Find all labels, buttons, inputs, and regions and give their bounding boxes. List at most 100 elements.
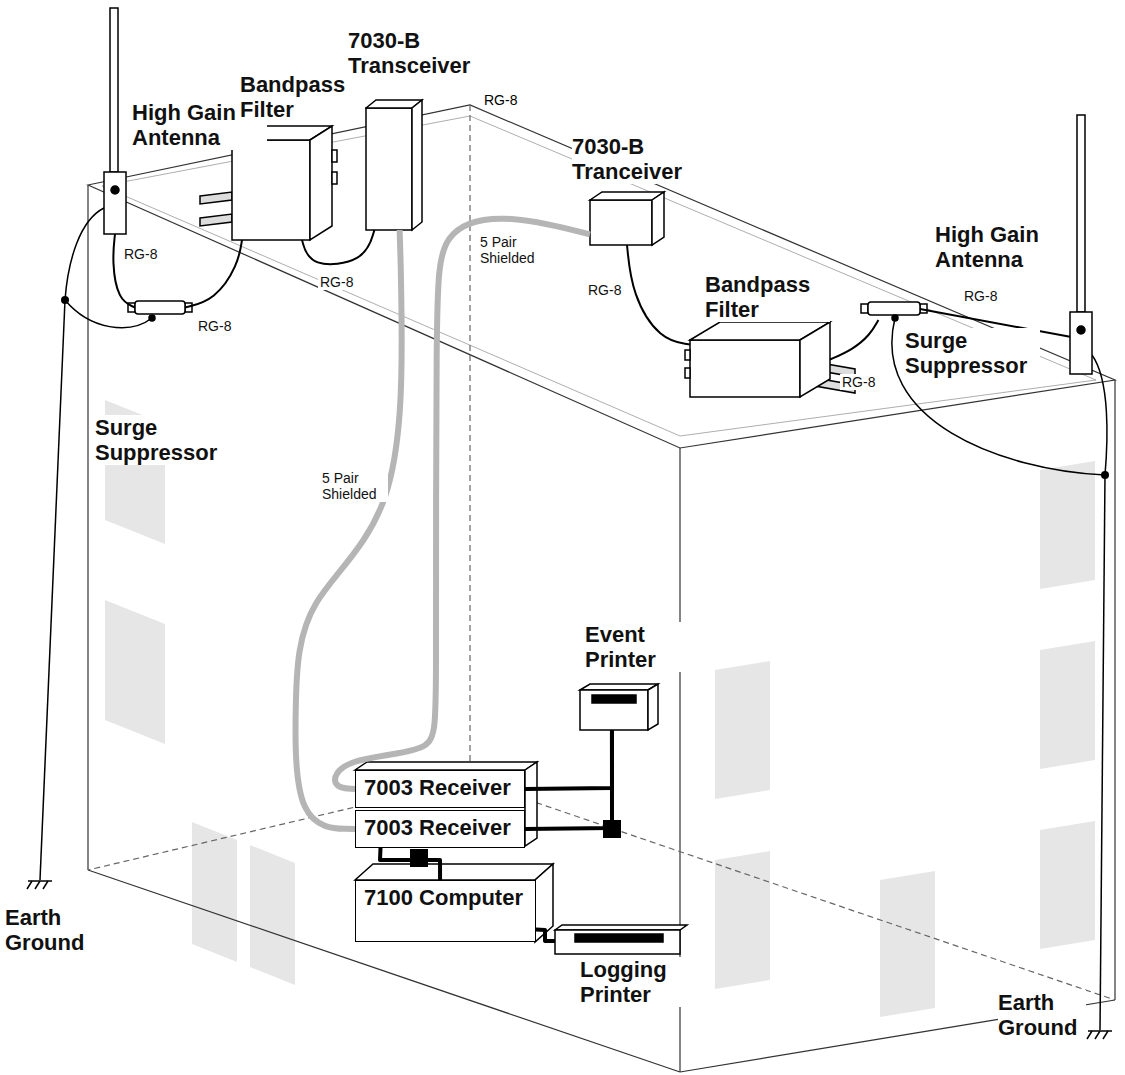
printer-body bbox=[555, 930, 680, 954]
surge-suppressor-body bbox=[149, 315, 155, 321]
label-holder: 7030-B Tranceiver bbox=[572, 134, 712, 184]
antenna-body bbox=[111, 186, 119, 194]
receiver: 7003 Receiver bbox=[355, 810, 525, 848]
label-holder: Bandpass Filter bbox=[705, 272, 830, 322]
label-holder: 7030-B Transceiver bbox=[348, 28, 488, 78]
building-outline bbox=[88, 105, 1115, 1072]
printer-body bbox=[580, 690, 648, 730]
building-outline bbox=[469, 105, 470, 780]
window bbox=[1040, 641, 1095, 769]
building-outline bbox=[102, 116, 1096, 436]
ground-symbol bbox=[27, 881, 1112, 1039]
bandpass-filter-body bbox=[685, 368, 690, 378]
data-cable bbox=[380, 848, 440, 880]
bandpass-filter-body bbox=[690, 340, 800, 397]
ground-wire bbox=[40, 208, 1107, 1030]
ground-symbol bbox=[43, 881, 48, 889]
label-holder: Bandpass Filter bbox=[240, 72, 365, 122]
ground-label: Earth Ground bbox=[998, 990, 1086, 1040]
ground-symbol bbox=[1095, 1031, 1100, 1039]
bandpass-filter-body bbox=[332, 150, 337, 162]
printer-body bbox=[575, 934, 663, 942]
equipment-case bbox=[355, 864, 553, 880]
surge-suppressor-body bbox=[861, 304, 868, 313]
rg-cable bbox=[185, 240, 242, 308]
surge-suppressor-body bbox=[135, 301, 185, 314]
bandpass-filter-body bbox=[200, 126, 855, 397]
printer-body bbox=[592, 695, 636, 703]
ground-label: Earth Ground bbox=[5, 905, 105, 955]
cable-type: RG-8 bbox=[484, 92, 517, 108]
ground-wire bbox=[40, 300, 65, 880]
ground-symbol bbox=[27, 881, 32, 889]
building-outline bbox=[87, 185, 88, 870]
data-cable bbox=[525, 730, 612, 829]
bandpass-filter-body bbox=[310, 126, 332, 240]
bandpass-filter-body bbox=[685, 350, 690, 360]
pair-cable bbox=[335, 219, 590, 789]
ground-junction bbox=[61, 296, 69, 304]
window bbox=[1040, 461, 1095, 589]
equipment-case bbox=[525, 762, 537, 846]
window bbox=[715, 851, 770, 989]
rg-cable bbox=[830, 320, 878, 360]
component-label: 7030-B Tranceiver bbox=[572, 134, 712, 184]
surge-suppressor-body bbox=[892, 315, 898, 321]
antenna-body bbox=[104, 8, 1092, 374]
printer-body bbox=[648, 684, 658, 730]
label-holder: Logging Printer bbox=[580, 957, 685, 1007]
bandpass-filter-body bbox=[200, 214, 232, 226]
component-label: Event Printer bbox=[585, 622, 690, 672]
antenna-body bbox=[1077, 326, 1085, 334]
cable-label: RG-8 bbox=[318, 274, 355, 290]
component-label: Surge Suppressor bbox=[95, 415, 230, 465]
label-holder: Surge Suppressor bbox=[905, 328, 1040, 378]
window bbox=[715, 661, 770, 799]
printer-body bbox=[555, 684, 687, 954]
window bbox=[105, 400, 1095, 1017]
computer: 7100 Computer bbox=[355, 880, 536, 942]
window bbox=[1040, 821, 1095, 949]
ground-label: Earth Ground bbox=[998, 990, 1086, 1040]
printer-body bbox=[580, 684, 658, 690]
window bbox=[250, 845, 295, 985]
label-holder: Event Printer bbox=[585, 622, 690, 672]
equipment-case bbox=[355, 762, 537, 770]
bandpass-filter-body bbox=[200, 192, 232, 204]
transceiver-body bbox=[652, 192, 664, 245]
component-label: Logging Printer bbox=[580, 957, 685, 1007]
bandpass-filter-body bbox=[332, 172, 337, 184]
surge-suppressor-body bbox=[868, 302, 920, 315]
building-outline bbox=[88, 105, 1115, 448]
component-label: Bandpass Filter bbox=[240, 72, 365, 122]
window bbox=[192, 822, 237, 962]
component-label: High Gain Antenna bbox=[935, 222, 1070, 272]
receiver: 7003 Receiver bbox=[355, 770, 525, 808]
logging-printer: Logging Printer bbox=[555, 928, 680, 954]
component-label: Surge Suppressor bbox=[905, 328, 1040, 378]
ground-symbol bbox=[1103, 1031, 1108, 1039]
window bbox=[880, 871, 935, 1017]
data-cable bbox=[536, 930, 555, 941]
surge-suppressor: Surge Suppressor bbox=[135, 295, 185, 320]
cable-label: RG-8 bbox=[586, 282, 623, 298]
ground-junction bbox=[1101, 471, 1109, 479]
component-label: 7030-B Transceiver bbox=[348, 28, 488, 78]
transceiver-body bbox=[412, 100, 422, 230]
pair-cable bbox=[296, 230, 402, 829]
data-cable bbox=[525, 730, 612, 789]
cable-label: 5 Pair Shielded bbox=[478, 234, 546, 266]
ground-wire bbox=[1092, 355, 1107, 475]
bandpass-filter-body bbox=[800, 322, 830, 397]
window bbox=[105, 600, 165, 744]
node-label: 7003 Receiver bbox=[356, 771, 519, 805]
cable-label: 5 Pair Shielded bbox=[320, 470, 388, 502]
node-label: 7003 Receiver bbox=[356, 811, 519, 845]
cable-type: RG-8 bbox=[484, 92, 544, 108]
cable-label: RG-8 bbox=[962, 288, 999, 304]
antenna-body bbox=[1070, 312, 1092, 374]
ground-label: Earth Ground bbox=[5, 905, 105, 955]
